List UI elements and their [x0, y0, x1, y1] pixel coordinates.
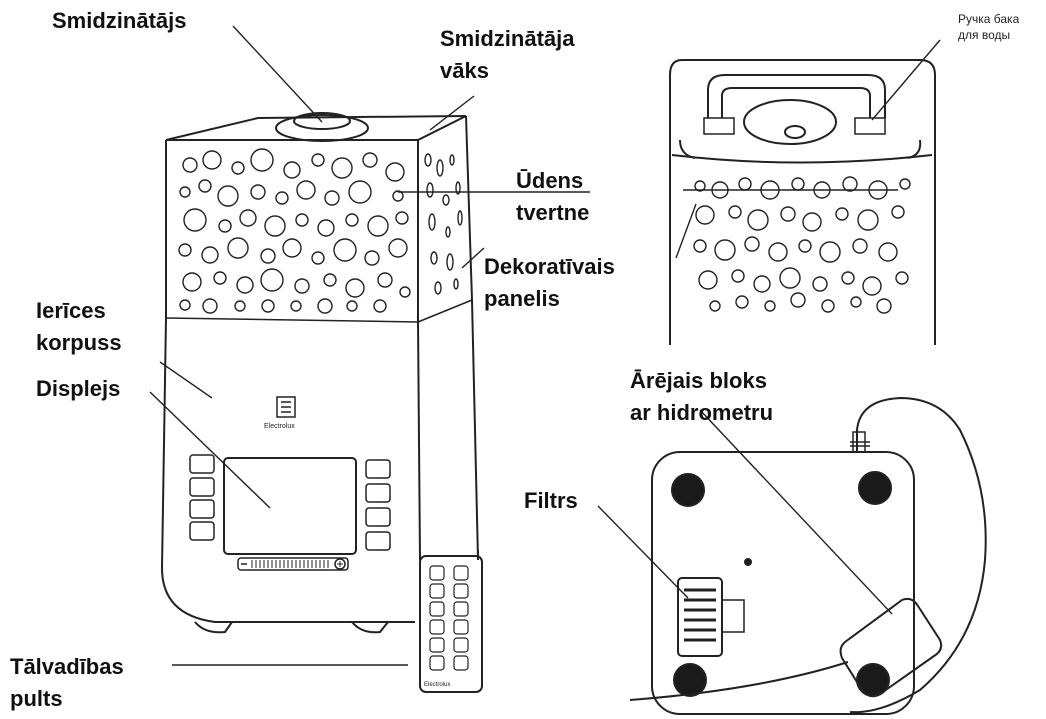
label-display: Displejs [36, 376, 121, 401]
label-outdoor-unit-2: ar hidrometru [630, 400, 774, 425]
remote-brand-label: Electrolux [424, 682, 450, 688]
label-remote-2: pults [10, 686, 63, 711]
label-tank-handle: Ручка бака [958, 12, 1020, 26]
leader-lines [149, 25, 941, 666]
display-screen [223, 457, 357, 555]
label-water-tank-2: tvertne [516, 200, 590, 225]
electrolux-logo [276, 396, 296, 418]
decorative-bubbles [178, 148, 463, 314]
label-housing: Ierīces [36, 298, 106, 323]
atomizer [275, 114, 369, 142]
label-tank-handle-2: для воды [958, 28, 1011, 42]
device-brand-label: Electrolux [264, 423, 295, 430]
remote-control [419, 555, 483, 693]
label-remote: Tālvadības [10, 654, 124, 679]
label-deco-panel: Dekoratīvais [484, 254, 615, 279]
label-housing-2: korpuss [36, 330, 122, 355]
base-bottom-view [629, 396, 987, 715]
label-atomizer-lid: Smidzinātāja [440, 26, 575, 51]
humidity-slider [237, 557, 349, 571]
label-deco-panel-2: panelis [484, 286, 560, 311]
outdoor-sensor [839, 597, 943, 698]
label-atomizer-lid-2: vāks [440, 58, 489, 83]
label-water-tank: Ūdens [516, 168, 584, 193]
label-atomizer: Smidzinātājs [52, 8, 187, 33]
label-filter: Filtrs [524, 488, 578, 513]
humidifier-unit [160, 112, 479, 634]
label-outdoor-unit: Ārējais bloks [630, 368, 767, 393]
filter-grille [677, 577, 745, 657]
water-tank [669, 59, 936, 345]
